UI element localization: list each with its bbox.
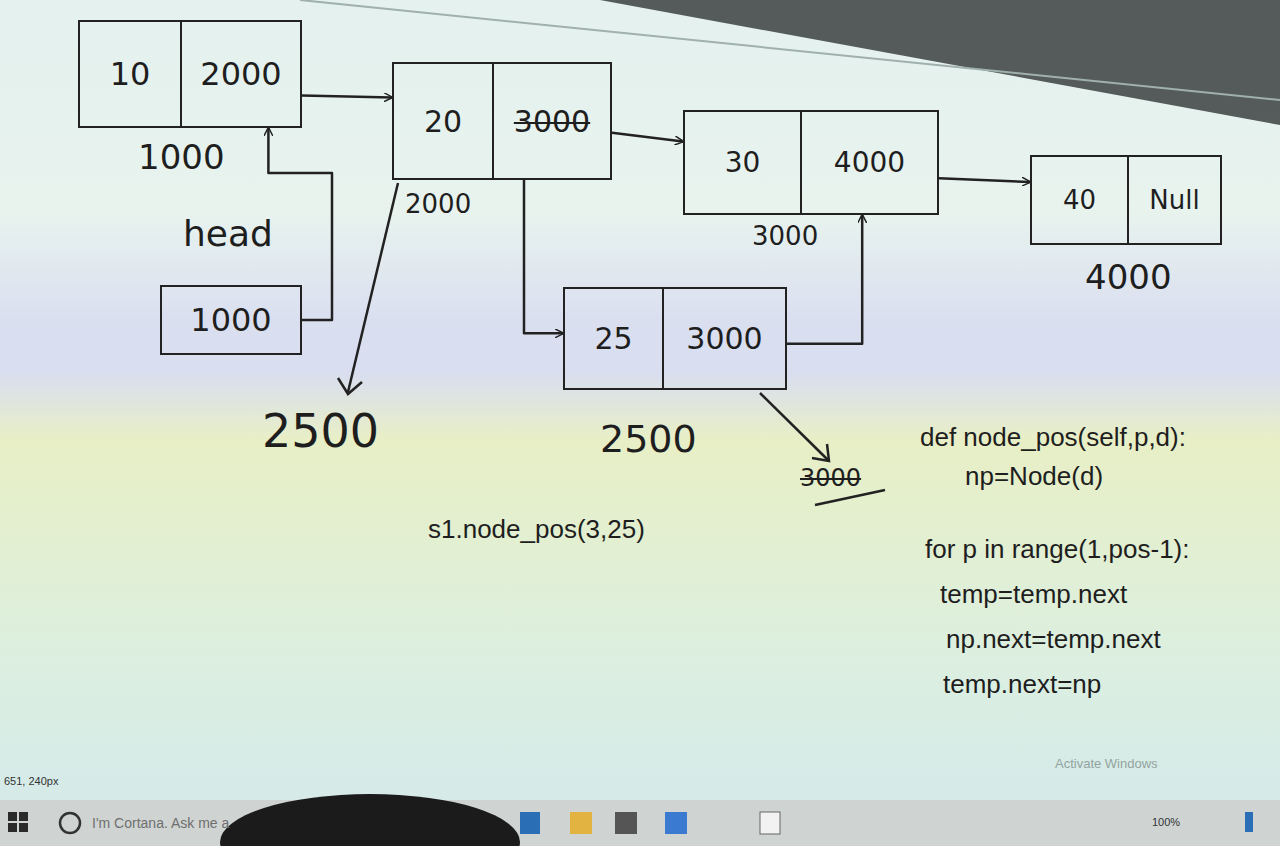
address-label: 1000 <box>138 138 225 177</box>
arrowhead <box>338 378 362 394</box>
code-line: temp.next=np <box>943 670 1101 700</box>
address-label: 3000 <box>752 222 818 252</box>
zoom-text: 100% <box>1152 816 1180 829</box>
audience-head <box>220 794 520 846</box>
taskbar <box>0 800 1280 846</box>
address-label: 2500 <box>262 405 379 458</box>
scribble <box>815 490 885 505</box>
data-field: 30 <box>685 112 800 213</box>
list-node: 253000 <box>563 287 787 390</box>
address-label: 4000 <box>1085 258 1172 297</box>
data-field: 10 <box>80 22 180 126</box>
pointer-arrow <box>524 180 563 333</box>
data-field: 40 <box>1032 157 1127 243</box>
pointer-arrow <box>939 178 1030 182</box>
pointer-box: 1000 <box>160 285 302 355</box>
code-line: temp=temp.next <box>940 580 1127 610</box>
taskbar-icon <box>570 812 592 834</box>
pointer-arrow <box>612 133 683 142</box>
taskbar-icon <box>1245 812 1253 832</box>
pointer-arrow <box>302 96 392 98</box>
list-node: 102000 <box>78 20 302 128</box>
next-field: 3000 <box>662 289 785 388</box>
pointer-name: head <box>183 213 273 254</box>
taskbar-icon <box>665 812 687 834</box>
screen-shadow <box>600 0 1280 125</box>
next-field: 4000 <box>800 112 937 213</box>
address-value: 1000 <box>162 287 300 353</box>
code-line: for p in range(1,pos-1): <box>925 535 1189 565</box>
code-line: np.next=temp.next <box>946 625 1161 655</box>
hand-arrows <box>338 183 885 505</box>
windows-logo <box>8 812 28 832</box>
search-box-text: I'm Cortana. Ask me a <box>92 815 229 831</box>
list-node: 304000 <box>683 110 939 215</box>
next-field: 3000 <box>492 64 610 178</box>
pointer-line <box>760 393 828 460</box>
taskbar-icon <box>760 812 780 834</box>
pointer-line <box>348 183 398 392</box>
data-field: 25 <box>565 289 662 388</box>
screen-edge <box>300 0 1280 100</box>
arrowhead <box>812 444 829 461</box>
status-text: 651, 240px <box>4 775 58 788</box>
code-line: def node_pos(self,p,d): <box>920 423 1186 453</box>
taskbar-icon <box>615 812 637 834</box>
code-line: np=Node(d) <box>965 462 1103 492</box>
list-node: 40Null <box>1030 155 1222 245</box>
cortana-icon <box>60 813 80 833</box>
address-label: 2500 <box>600 418 697 462</box>
address-label: 2000 <box>405 190 471 220</box>
data-field: 20 <box>394 64 492 178</box>
watermark: Activate Windows <box>1055 757 1158 772</box>
next-field: Null <box>1127 157 1220 243</box>
next-field: 2000 <box>180 22 300 126</box>
taskbar-icon <box>520 812 540 834</box>
list-node: 203000 <box>392 62 612 180</box>
struck-address: 3000 <box>800 465 861 493</box>
method-call: s1.node_pos(3,25) <box>428 515 645 545</box>
